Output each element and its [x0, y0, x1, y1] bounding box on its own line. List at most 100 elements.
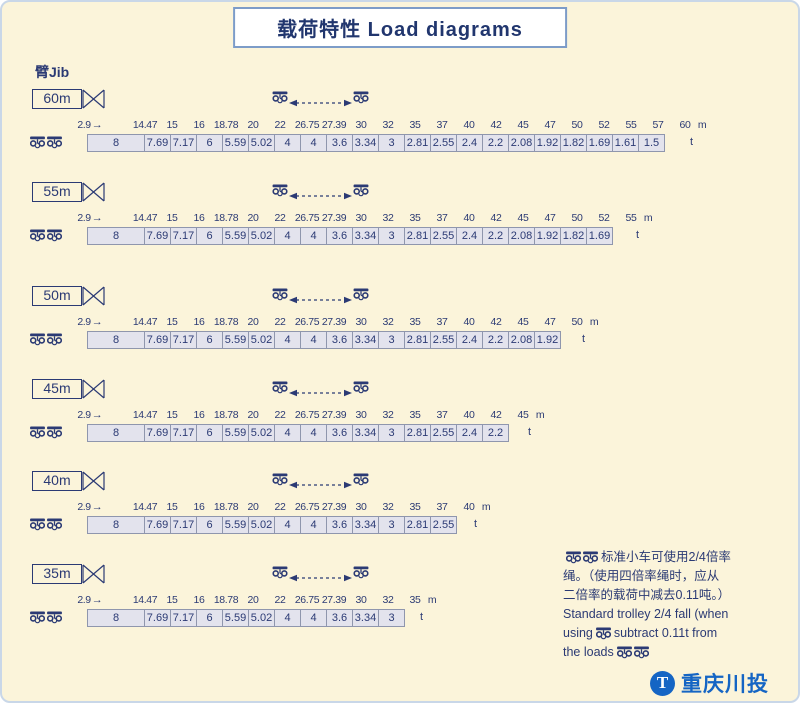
- load-cell: 7.17: [170, 609, 197, 627]
- load-cell: 2.81: [404, 227, 431, 245]
- load-unit: t: [690, 136, 694, 148]
- load-cell: 2.2: [482, 424, 509, 442]
- radius-label: 45: [517, 409, 529, 421]
- trolley-travel-arrow: [289, 296, 352, 304]
- load-cell: 2.55: [430, 424, 457, 442]
- load-cell: 5.59: [222, 424, 249, 442]
- radius-label: 26.75: [294, 119, 320, 131]
- jib-tip-icon: [82, 471, 105, 491]
- radius-label: 27.39: [321, 212, 347, 224]
- load-cell: 3.6: [326, 609, 353, 627]
- load-cell: 8: [87, 424, 145, 442]
- load-cell: 1.82: [560, 227, 587, 245]
- load-cell: 4: [274, 134, 301, 152]
- radius-label: 42: [490, 212, 502, 224]
- trolley-icon: [272, 288, 288, 306]
- jib-tip-icon: [82, 286, 105, 306]
- trolley-icon: [353, 473, 369, 491]
- load-cell: 5.02: [248, 609, 275, 627]
- radius-label: 16: [193, 316, 205, 328]
- load-unit: t: [420, 611, 424, 623]
- load-cell: 7.17: [170, 516, 197, 534]
- load-cell: 7.69: [144, 227, 171, 245]
- load-cell: 6: [196, 424, 223, 442]
- radius-label: 22: [274, 316, 286, 328]
- load-cell: 4: [274, 227, 301, 245]
- trolley-icon: [272, 184, 288, 202]
- radius-label: 15: [166, 119, 178, 131]
- load-cell: 5.59: [222, 227, 249, 245]
- radius-label: 18.78: [213, 316, 239, 328]
- radius-label: 52: [598, 212, 610, 224]
- load-cell: 4: [274, 609, 301, 627]
- radius-label: 18.78: [213, 119, 239, 131]
- radius-label: 20: [247, 316, 259, 328]
- radius-unit: m: [427, 594, 437, 606]
- radius-label: 15: [166, 594, 178, 606]
- radius-label: 2.9→: [77, 119, 103, 131]
- load-cell: 2.08: [508, 331, 535, 349]
- radius-label: 37: [436, 409, 448, 421]
- note-line: Standard trolley 2/4 fall (when: [563, 607, 729, 621]
- min-radius-arrow-icon: →: [91, 316, 103, 328]
- radius-label: 35: [409, 316, 421, 328]
- load-cell: 3.34: [352, 227, 379, 245]
- radius-label: 26.75: [294, 501, 320, 513]
- radius-label: 26.75: [294, 409, 320, 421]
- radius-label: 27.39: [321, 594, 347, 606]
- double-trolley-icon: [30, 426, 62, 439]
- load-cell: 1.69: [586, 227, 613, 245]
- radius-label: 27.39: [321, 316, 347, 328]
- load-cell: 3: [378, 227, 405, 245]
- radius-label: 22: [274, 501, 286, 513]
- load-cell: 6: [196, 331, 223, 349]
- load-cell: 2.2: [482, 227, 509, 245]
- radius-label: 22: [274, 119, 286, 131]
- radius-label: 40: [463, 501, 475, 513]
- radius-label: 32: [382, 119, 394, 131]
- min-radius-arrow-icon: →: [91, 409, 103, 421]
- jib-tip-icon: [82, 89, 105, 109]
- load-cell: 3.6: [326, 134, 353, 152]
- radius-label: 52: [598, 119, 610, 131]
- load-cell: 2.08: [508, 227, 535, 245]
- load-cell: 4: [300, 134, 327, 152]
- radius-label: 16: [193, 501, 205, 513]
- radius-label: 42: [490, 409, 502, 421]
- load-cell: 8: [87, 134, 145, 152]
- radius-label: 50: [571, 119, 583, 131]
- radius-label: 45: [517, 212, 529, 224]
- load-cell: 2.81: [404, 331, 431, 349]
- radius-unit: m: [697, 119, 707, 131]
- load-cell: 3.34: [352, 134, 379, 152]
- trolley-icon: [272, 473, 288, 491]
- trolley-travel-arrow: [289, 574, 352, 582]
- load-cell: 7.69: [144, 516, 171, 534]
- load-cell: 2.55: [430, 331, 457, 349]
- min-radius-arrow-icon: →: [91, 594, 103, 606]
- load-cell: 3.6: [326, 516, 353, 534]
- jib-length-label: 35m: [32, 564, 82, 584]
- note-line: 标准小车可使用2/4倍率: [601, 550, 731, 564]
- load-cell: 1.82: [560, 134, 587, 152]
- jib-length-label: 40m: [32, 471, 82, 491]
- radius-label: 16: [193, 409, 205, 421]
- load-cell: 6: [196, 609, 223, 627]
- radius-label: 14.47: [132, 409, 158, 421]
- load-cell: 2.08: [508, 134, 535, 152]
- radius-label: 14.47: [132, 119, 158, 131]
- trolley-icon: [272, 381, 288, 399]
- radius-label: 2.9→: [77, 212, 103, 224]
- radius-label: 15: [166, 212, 178, 224]
- radius-label: 26.75: [294, 316, 320, 328]
- load-cell: 8: [87, 331, 145, 349]
- min-radius-arrow-icon: →: [91, 501, 103, 513]
- load-cell: 3.6: [326, 424, 353, 442]
